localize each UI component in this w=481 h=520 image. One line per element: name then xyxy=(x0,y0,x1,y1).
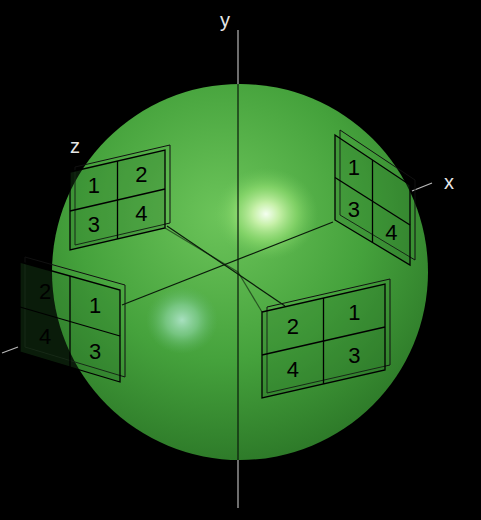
quadrant-panel: 1 3 4 xyxy=(335,135,410,265)
panel-grid xyxy=(335,178,410,226)
sphere xyxy=(52,84,428,460)
panel-grid xyxy=(20,307,120,336)
quadrant-number: 3 xyxy=(88,214,100,236)
quadrant-panel: 1 2 3 4 xyxy=(70,150,165,250)
quadrant-number: 3 xyxy=(348,345,360,367)
panel-outline xyxy=(70,150,165,250)
panel-border xyxy=(20,262,120,382)
panel-grid xyxy=(70,189,165,211)
quadrant-number: 3 xyxy=(348,199,360,221)
quadrant-number: 1 xyxy=(348,302,360,324)
quadrant-number: 1 xyxy=(348,157,360,179)
panel-outline xyxy=(262,284,385,398)
quadrant-number: 3 xyxy=(89,341,101,363)
panel-border xyxy=(335,135,410,265)
panel-outline xyxy=(20,262,120,382)
panel-border xyxy=(70,150,165,250)
quadrant-number: 4 xyxy=(39,326,51,348)
axis-label: y xyxy=(220,10,230,30)
panel-border xyxy=(262,284,385,398)
quadrant-number: 2 xyxy=(287,316,299,338)
axis-label: x xyxy=(444,172,454,192)
quadrant-number: 4 xyxy=(287,359,299,381)
axis-outside xyxy=(2,30,432,508)
quadrant-panel: 2 1 4 3 xyxy=(262,284,385,398)
panel-grid xyxy=(262,327,385,355)
quadrant-number: 1 xyxy=(88,175,100,197)
quadrant-number: 4 xyxy=(135,203,147,225)
panel-outline xyxy=(335,135,410,265)
quadrant-number: 1 xyxy=(89,295,101,317)
quadrant-number: 2 xyxy=(39,281,51,303)
axis-lines xyxy=(2,30,432,508)
axis-label: z xyxy=(70,136,80,156)
highlight-spot xyxy=(146,286,218,354)
quadrant-number: 2 xyxy=(135,164,147,186)
highlight-spot xyxy=(214,168,318,260)
quadrant-number: 4 xyxy=(385,222,397,244)
quadrant-panel: 2 1 4 3 xyxy=(20,262,120,382)
